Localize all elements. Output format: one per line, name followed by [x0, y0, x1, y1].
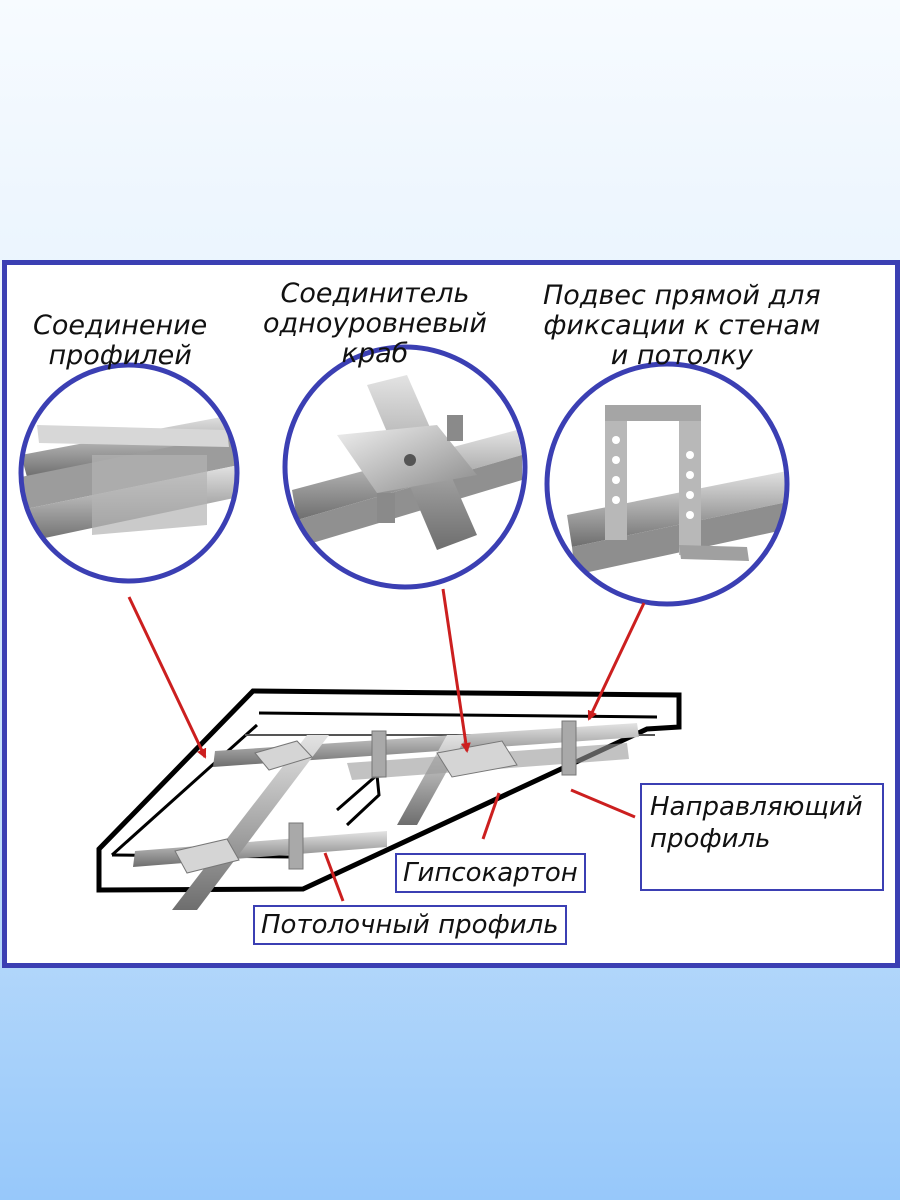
- caption-line: и потолку: [610, 340, 753, 371]
- label-line: профиль: [650, 824, 771, 854]
- caption-line: Подвес прямой для: [543, 280, 821, 311]
- diagram-graphics: [18, 344, 790, 910]
- pointer-arrows: [127, 588, 646, 902]
- caption-direct-hanger: Подвес прямой для фиксации к стенам и по…: [543, 281, 821, 371]
- label-ceiling-profile: Потолочный профиль: [253, 905, 567, 945]
- crab-connector-photo: [282, 344, 528, 590]
- label-line: Направляющий: [650, 792, 863, 822]
- caption-line: Соединитель: [280, 278, 470, 309]
- caption-line: Соединение: [33, 310, 208, 341]
- caption-profile-joint: Соединение профилей: [33, 311, 207, 371]
- caption-crab-connector: Соединитель одноуровневый краб: [263, 279, 487, 369]
- ceiling-structure: [96, 688, 682, 910]
- caption-line: краб: [341, 338, 409, 369]
- profile-joint-photo: [18, 362, 240, 584]
- label-drywall: Гипсокартон: [395, 853, 586, 893]
- diagram-panel: Соединение профилей Соединитель одноуров…: [2, 260, 900, 968]
- direct-hanger-photo: [544, 361, 790, 607]
- label-guide-profile: Направляющий профиль: [640, 783, 884, 891]
- caption-line: профилей: [48, 340, 192, 371]
- caption-line: фиксации к стенам: [543, 310, 821, 341]
- caption-line: одноуровневый: [263, 308, 487, 339]
